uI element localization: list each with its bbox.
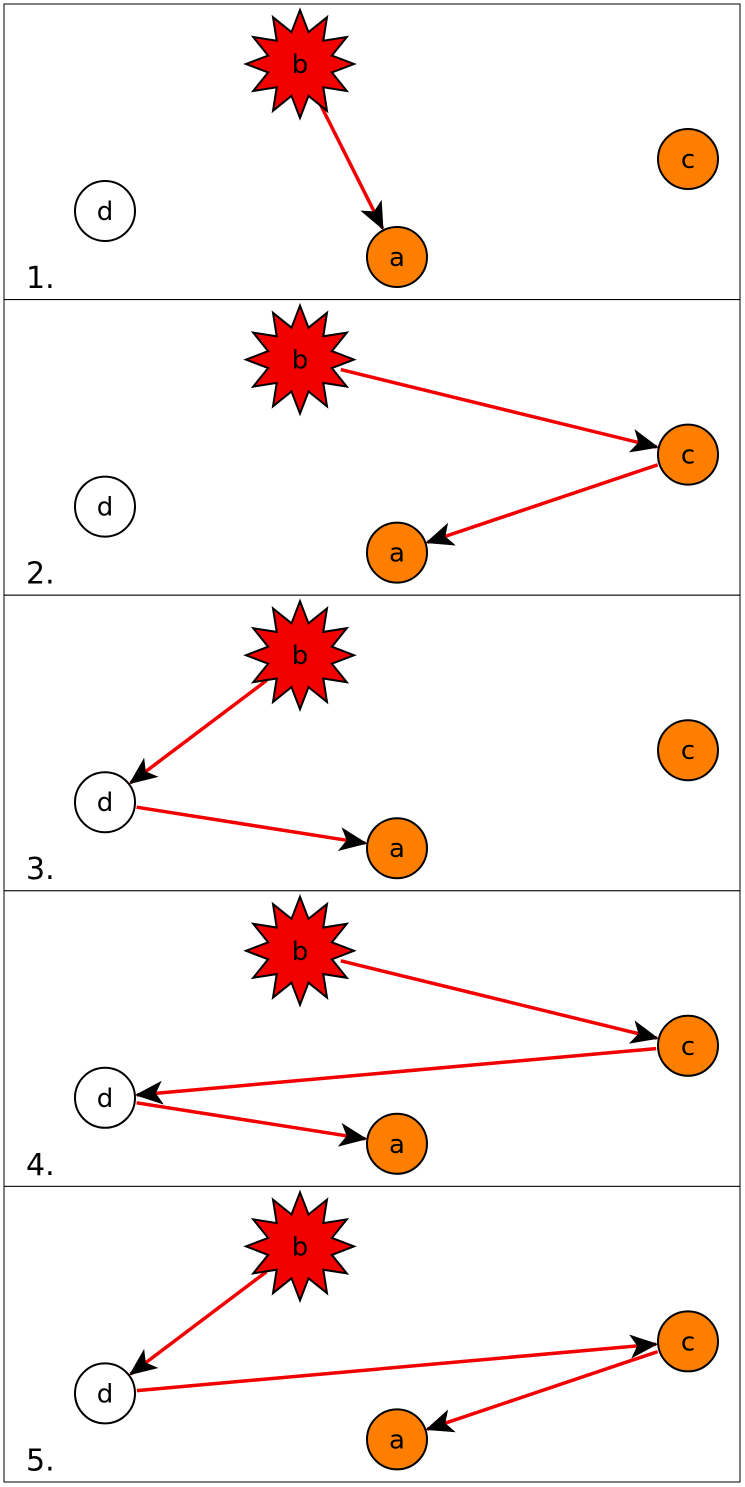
node-shape [366, 521, 428, 584]
node-a: a [366, 1408, 428, 1471]
node-shape [366, 226, 428, 288]
node-label: d [97, 1379, 114, 1409]
node-label: b [292, 50, 309, 80]
node-a: a [366, 521, 428, 584]
edge-d-to-a [136, 1101, 368, 1147]
panel-1: b c d a 1. [3, 3, 741, 301]
node-d: d [74, 771, 136, 834]
node-label: c [681, 736, 695, 766]
panel-number: 4. [26, 1148, 55, 1183]
edge-b-to-d [129, 679, 268, 785]
node-label: a [389, 243, 405, 273]
panel-number: 2. [26, 557, 55, 592]
node-shape [366, 1408, 428, 1471]
node-b: b [243, 598, 357, 712]
panel-number: 3. [26, 852, 55, 887]
node-label: a [389, 539, 405, 569]
node-shape [657, 128, 719, 190]
panel-5: b c d a 5. [3, 1185, 741, 1483]
edge-b-to-c [340, 959, 659, 1044]
node-b: b [243, 894, 357, 1008]
node-shape [74, 475, 136, 538]
node-a: a [366, 817, 428, 880]
node-shape [243, 302, 357, 417]
node-label: d [97, 493, 114, 523]
edge-c-to-a [425, 1349, 659, 1433]
node-shape [657, 719, 719, 782]
edge-c-to-a [425, 463, 659, 546]
node-shape [74, 771, 136, 834]
node-label: b [292, 346, 309, 376]
node-label: b [292, 1232, 309, 1262]
node-b: b [243, 1189, 357, 1304]
node-label: d [97, 197, 114, 227]
edge-b-to-d [129, 1270, 268, 1376]
node-c: c [657, 128, 719, 190]
edge-d-to-c [136, 1334, 659, 1393]
node-label: a [389, 834, 405, 864]
node-label: a [389, 1425, 405, 1455]
node-shape [657, 1310, 719, 1373]
node-c: c [657, 719, 719, 782]
node-shape [366, 1112, 428, 1175]
node-b: b [243, 302, 357, 417]
node-label: a [389, 1130, 405, 1160]
node-b: b [243, 7, 357, 121]
node-label: d [97, 1084, 114, 1114]
node-shape [74, 180, 136, 242]
node-label: c [681, 1032, 695, 1062]
panel-2: b c d a 2. [3, 299, 741, 596]
node-label: c [681, 441, 695, 471]
node-shape [243, 7, 357, 121]
node-label: c [681, 145, 695, 175]
node-shape [243, 598, 357, 712]
node-d: d [74, 475, 136, 538]
node-label: b [292, 641, 309, 671]
node-d: d [74, 1066, 136, 1129]
node-label: b [292, 937, 309, 967]
panel-number: 5. [26, 1443, 55, 1478]
node-shape [657, 423, 719, 486]
node-a: a [366, 1112, 428, 1175]
node-a: a [366, 226, 428, 288]
panels: b c d a 1. b c d a 2. b c d a 3. b c d a 4. b c d a 5. [3, 3, 741, 1483]
node-shape [74, 1362, 136, 1425]
node-d: d [74, 180, 136, 242]
edge-c-to-d [134, 1046, 657, 1105]
node-shape [657, 1014, 719, 1077]
node-c: c [657, 1014, 719, 1077]
panel-number: 1. [26, 261, 55, 296]
node-d: d [74, 1362, 136, 1425]
node-shape [74, 1066, 136, 1129]
edge-d-to-a [136, 805, 368, 852]
node-label: d [97, 788, 114, 818]
edge-b-to-c [340, 367, 659, 453]
node-shape [243, 1189, 357, 1304]
node-c: c [657, 423, 719, 486]
node-shape [243, 894, 357, 1008]
panel-4: b c d a 4. [3, 890, 741, 1187]
node-shape [366, 817, 428, 880]
node-label: c [681, 1327, 695, 1357]
node-c: c [657, 1310, 719, 1373]
edge-b-to-a [317, 100, 385, 231]
panel-3: b c d a 3. [3, 594, 741, 892]
